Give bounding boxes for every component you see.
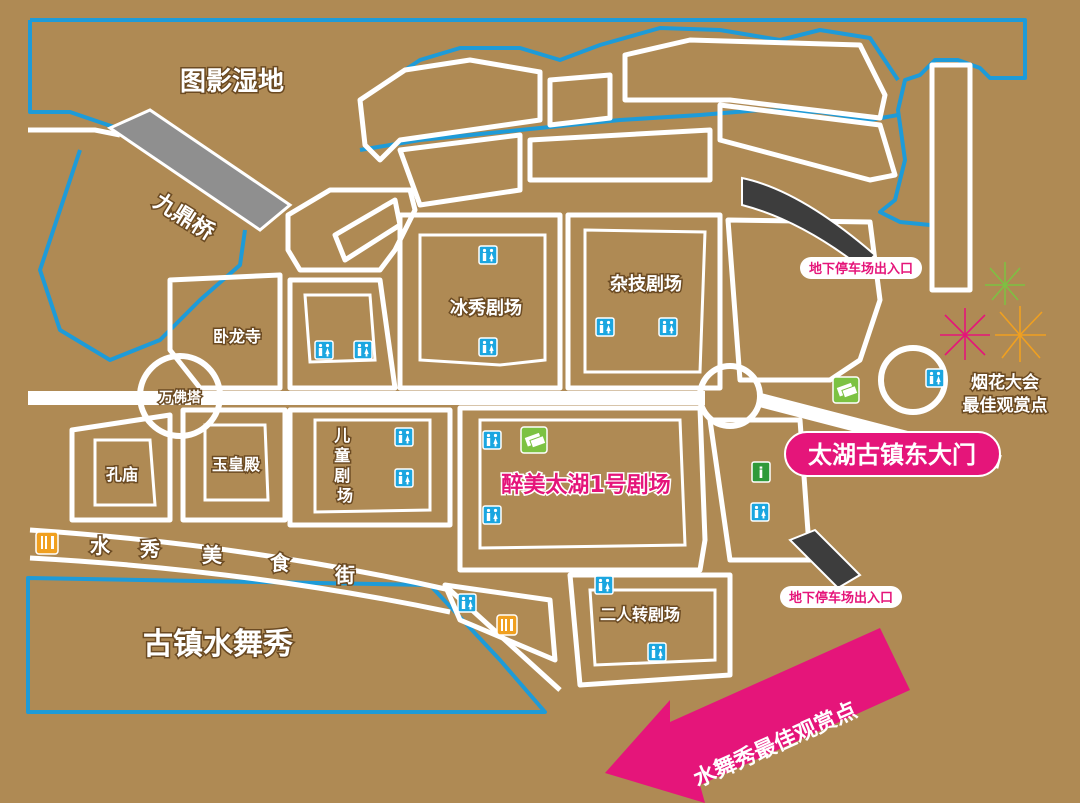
toilet-icon bbox=[482, 505, 502, 525]
restaurant-icon bbox=[35, 531, 59, 555]
label-main-theater: 醉美太湖1号剧场 bbox=[501, 472, 670, 498]
food-street-char: 水 bbox=[90, 534, 111, 558]
toilet-icon bbox=[925, 368, 945, 388]
label-confucius-temple: 孔庙 bbox=[106, 465, 138, 484]
ticket-icon bbox=[832, 376, 860, 404]
toilet-icon bbox=[478, 245, 498, 265]
toilet-icon bbox=[457, 593, 477, 613]
label-east-gate: 太湖古镇东大门 bbox=[808, 441, 976, 469]
ticket-icon bbox=[520, 426, 548, 454]
restaurant-icon bbox=[496, 614, 518, 636]
toilet-icon bbox=[314, 340, 334, 360]
label-yuhuang-hall: 玉皇殿 bbox=[212, 455, 261, 474]
toilet-icon bbox=[647, 642, 667, 662]
parking-south-pill bbox=[780, 586, 902, 608]
water-show-view-arrow bbox=[605, 628, 910, 803]
food-street-char: 街 bbox=[334, 563, 355, 587]
toilet-icon bbox=[394, 427, 414, 447]
children-theater-char: 童 bbox=[334, 446, 350, 465]
toilet-icon bbox=[750, 502, 770, 522]
label-fireworks-line2: 最佳观赏点 bbox=[963, 395, 1048, 416]
children-theater-char: 场 bbox=[337, 486, 353, 505]
toilet-icon bbox=[482, 430, 502, 450]
east-gate-pill bbox=[784, 431, 1001, 477]
svg-text:i: i bbox=[758, 464, 763, 482]
label-parking-south: 地下停车场出入口 bbox=[789, 590, 893, 606]
toilet-icon bbox=[595, 317, 615, 337]
water-boundaries bbox=[26, 18, 1027, 714]
fireworks-icon bbox=[940, 262, 1046, 362]
building-blocks bbox=[69, 37, 973, 688]
toilet-icon bbox=[658, 317, 678, 337]
bridge bbox=[106, 108, 293, 232]
food-street-label: 水 秀 美 食 街 bbox=[89, 533, 357, 589]
food-street-char: 美 bbox=[202, 543, 223, 567]
label-errenzhuan-theater: 二人转剧场 bbox=[600, 605, 680, 624]
label-wanfo-pagoda: 万佛塔 bbox=[158, 389, 202, 406]
info-icon: i bbox=[751, 461, 771, 483]
label-parking-north: 地下停车场出入口 bbox=[809, 261, 913, 277]
toilet-icon bbox=[394, 468, 414, 488]
label-water-show-area: 古镇水舞秀 bbox=[143, 627, 293, 662]
toilet-icon bbox=[353, 340, 373, 360]
label-wolong-temple: 卧龙寺 bbox=[213, 327, 261, 346]
children-theater-char: 剧 bbox=[334, 466, 350, 485]
parking-north-pill bbox=[800, 257, 922, 279]
label-wetland: 图影湿地 bbox=[180, 67, 284, 97]
label-fireworks-line1: 烟花大会 bbox=[971, 372, 1039, 393]
food-street-char: 食 bbox=[270, 551, 291, 575]
label-ice-theater: 冰秀剧场 bbox=[450, 297, 522, 319]
food-street-char: 秀 bbox=[139, 537, 160, 561]
children-theater-char: 儿 bbox=[333, 426, 350, 445]
label-acrobatics-theater: 杂技剧场 bbox=[610, 273, 682, 295]
label-children-theater: 儿 童 剧 场 bbox=[333, 426, 356, 505]
toilet-icon bbox=[594, 575, 614, 595]
toilet-icon bbox=[478, 337, 498, 357]
